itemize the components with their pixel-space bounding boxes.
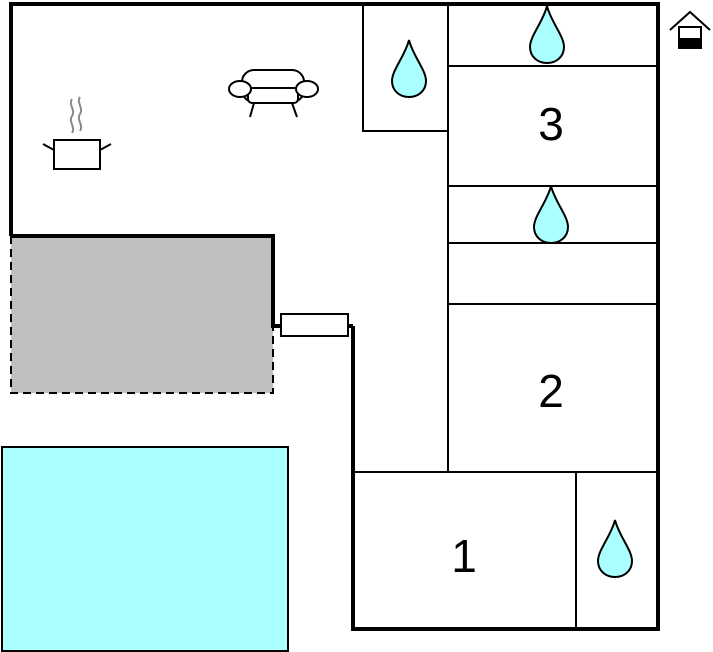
pool: [1, 446, 289, 652]
room-label-3: 3: [538, 98, 564, 150]
water-drop-icon: [528, 5, 566, 65]
sofa-icon: [228, 69, 319, 118]
water-drop-icon: [596, 519, 634, 579]
terrace-border: [10, 236, 274, 394]
cooking-pot-icon: [42, 96, 112, 170]
outer-wall: [9, 2, 660, 631]
terrace: [11, 236, 273, 393]
room-label-2: 2: [538, 365, 564, 417]
kitchen-wall: [11, 234, 282, 328]
water-drop-icon: [390, 39, 428, 99]
water-drop-icon: [532, 185, 570, 245]
room-label-1: 1: [451, 530, 477, 582]
house-floor-icon: [669, 10, 711, 49]
door-icon: [280, 313, 349, 337]
